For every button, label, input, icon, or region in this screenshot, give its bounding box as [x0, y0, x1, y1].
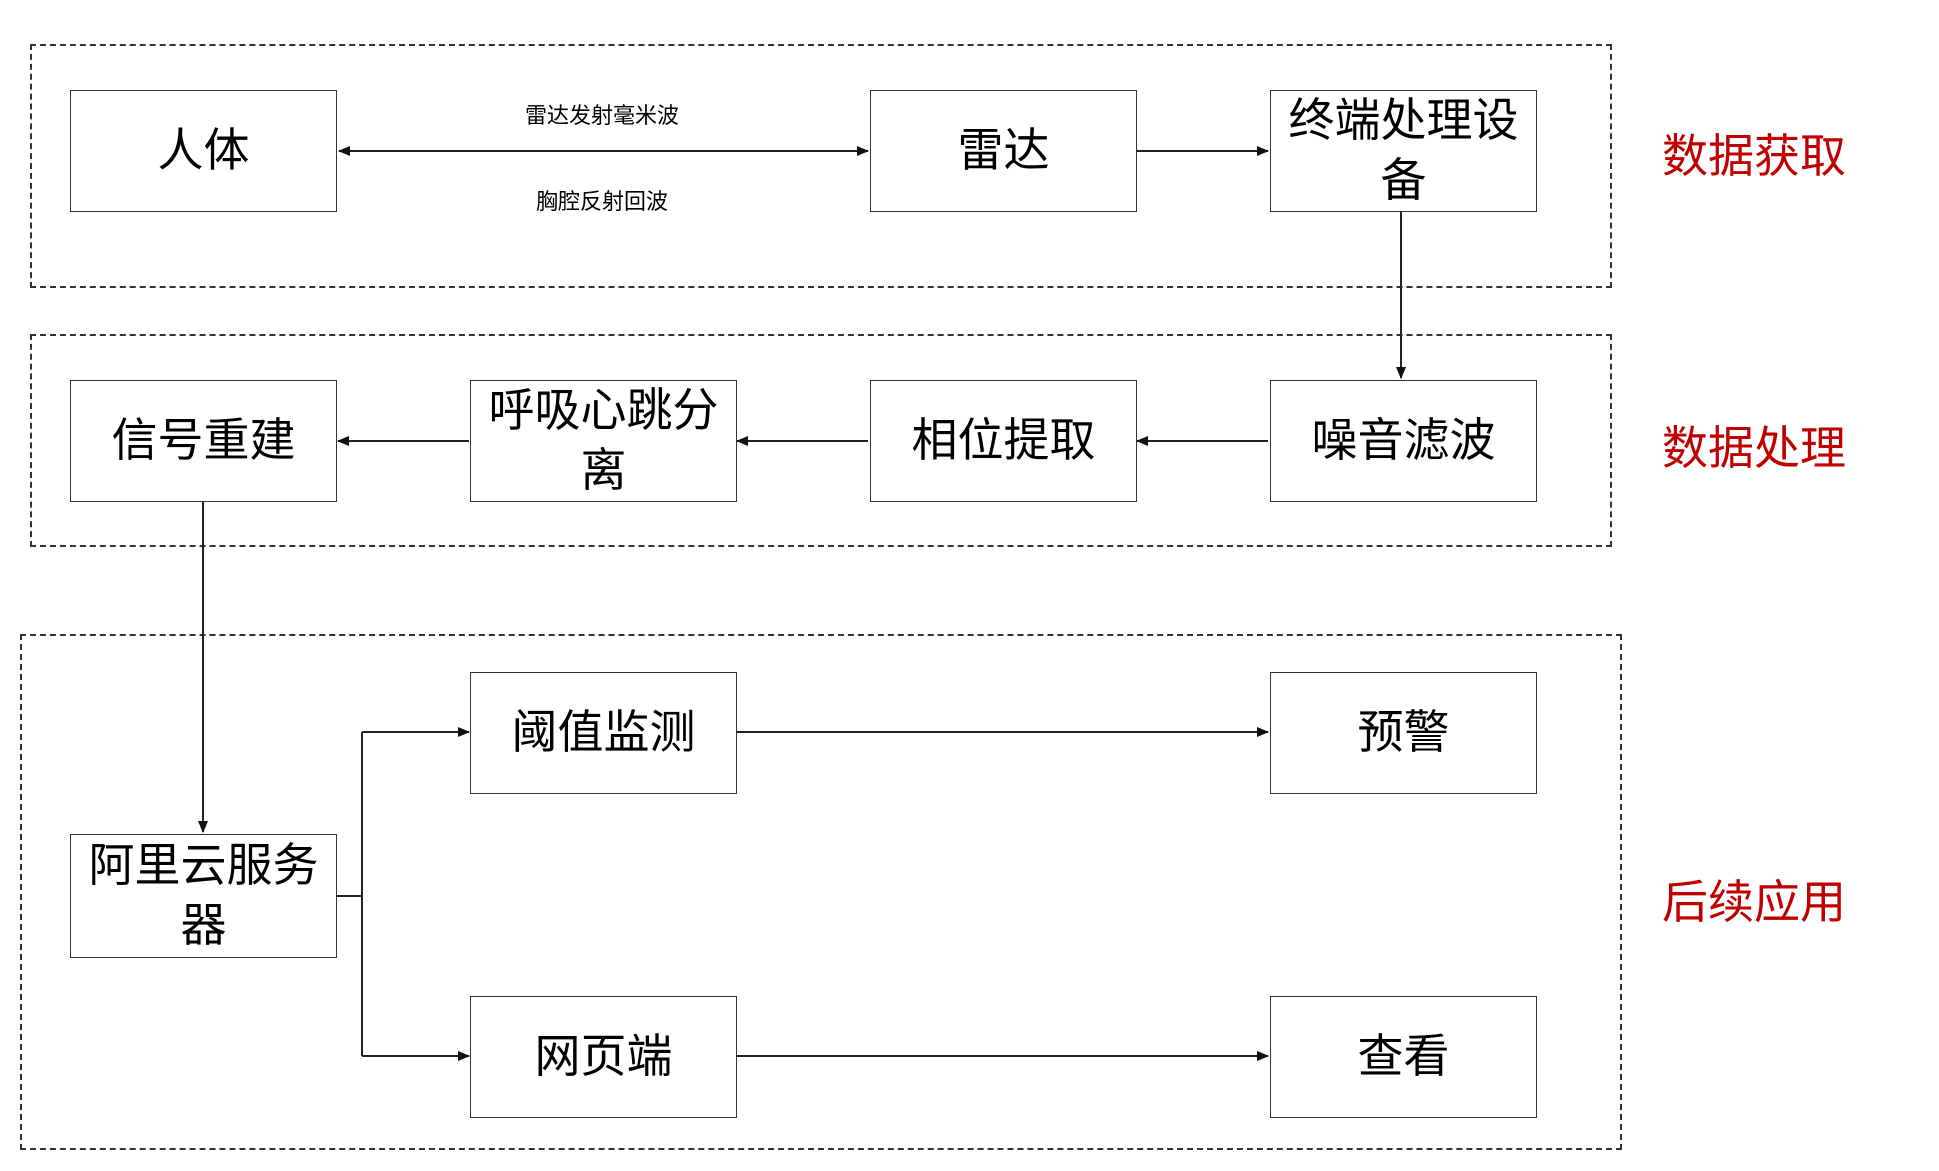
node-web: 网页端 — [470, 996, 737, 1118]
node-terminal: 终端处理设备 — [1270, 90, 1537, 212]
node-radar: 雷达 — [870, 90, 1137, 212]
group-application — [20, 634, 1622, 1150]
node-human: 人体 — [70, 90, 337, 212]
node-reconstruct: 信号重建 — [70, 380, 337, 502]
stage-label-application: 后续应用 — [1662, 875, 1846, 929]
node-warning: 预警 — [1270, 672, 1537, 794]
node-phase-extract: 相位提取 — [870, 380, 1137, 502]
node-separation: 呼吸心跳分离 — [470, 380, 737, 502]
edge-label-emit: 雷达发射毫米波 — [524, 104, 680, 129]
group-data-processing — [30, 334, 1612, 547]
edge-label-echo: 胸腔反射回波 — [535, 190, 669, 215]
node-threshold: 阈值监测 — [470, 672, 737, 794]
stage-label-acquisition: 数据获取 — [1662, 129, 1846, 183]
stage-label-processing: 数据处理 — [1662, 421, 1846, 475]
node-view: 查看 — [1270, 996, 1537, 1118]
group-data-acquisition — [30, 44, 1612, 288]
node-aliyun: 阿里云服务器 — [70, 834, 337, 958]
node-noise-filter: 噪音滤波 — [1270, 380, 1537, 502]
